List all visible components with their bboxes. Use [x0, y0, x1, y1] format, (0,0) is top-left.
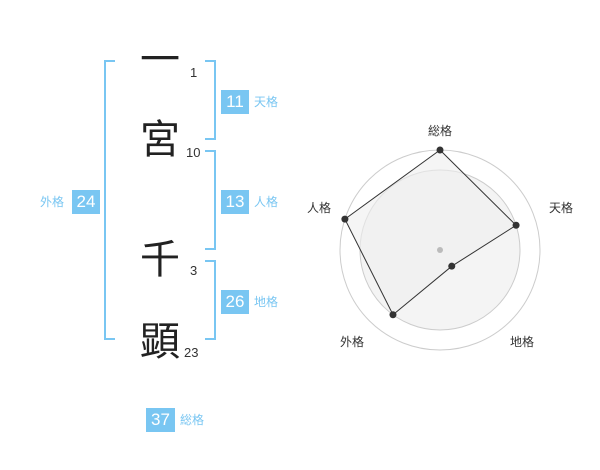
soukaku-value: 37 [146, 408, 175, 432]
radar-label-chikaku: 地格 [510, 335, 535, 349]
jinkaku-value: 13 [221, 190, 249, 214]
soukaku-label: 総格 [180, 413, 205, 427]
gaikaku-label: 外格 [40, 195, 65, 209]
radar-label-tenkaku: 天格 [549, 201, 574, 215]
radar-point-1 [512, 221, 520, 229]
jinkaku-label: 人格 [254, 195, 279, 209]
radar-label-jinkaku: 人格 [307, 201, 332, 215]
tenkaku-label: 天格 [254, 95, 279, 109]
tenkaku-value: 11 [221, 90, 249, 114]
radar-points [341, 146, 520, 319]
radar-point-4 [341, 215, 349, 223]
name-char-1: 一 [140, 37, 180, 83]
name-char-4: 顕 [140, 319, 180, 365]
tenkaku-bracket [205, 60, 216, 140]
radar-point-0 [436, 146, 444, 154]
chikaku-value: 26 [221, 290, 249, 314]
chikaku-label: 地格 [254, 295, 279, 309]
radar-point-2 [448, 262, 456, 270]
radar-label-gaikaku: 外格 [340, 335, 365, 349]
radar-point-3 [389, 311, 397, 319]
stroke-count-1: 1 [190, 65, 198, 80]
stroke-count-2: 10 [186, 145, 201, 160]
gaikaku-value: 24 [72, 190, 100, 214]
radar-area [344, 149, 517, 316]
gaikaku-bracket [104, 60, 115, 340]
stroke-count-3: 3 [190, 263, 198, 278]
name-char-2: 宮 [140, 117, 180, 163]
radar-label-soukaku: 総格 [428, 124, 453, 138]
radar-center-dot [437, 247, 443, 253]
stroke-count-4: 23 [184, 345, 199, 360]
chikaku-bracket [205, 260, 216, 340]
name-char-3: 千 [140, 237, 180, 283]
jinkaku-bracket [205, 150, 216, 250]
